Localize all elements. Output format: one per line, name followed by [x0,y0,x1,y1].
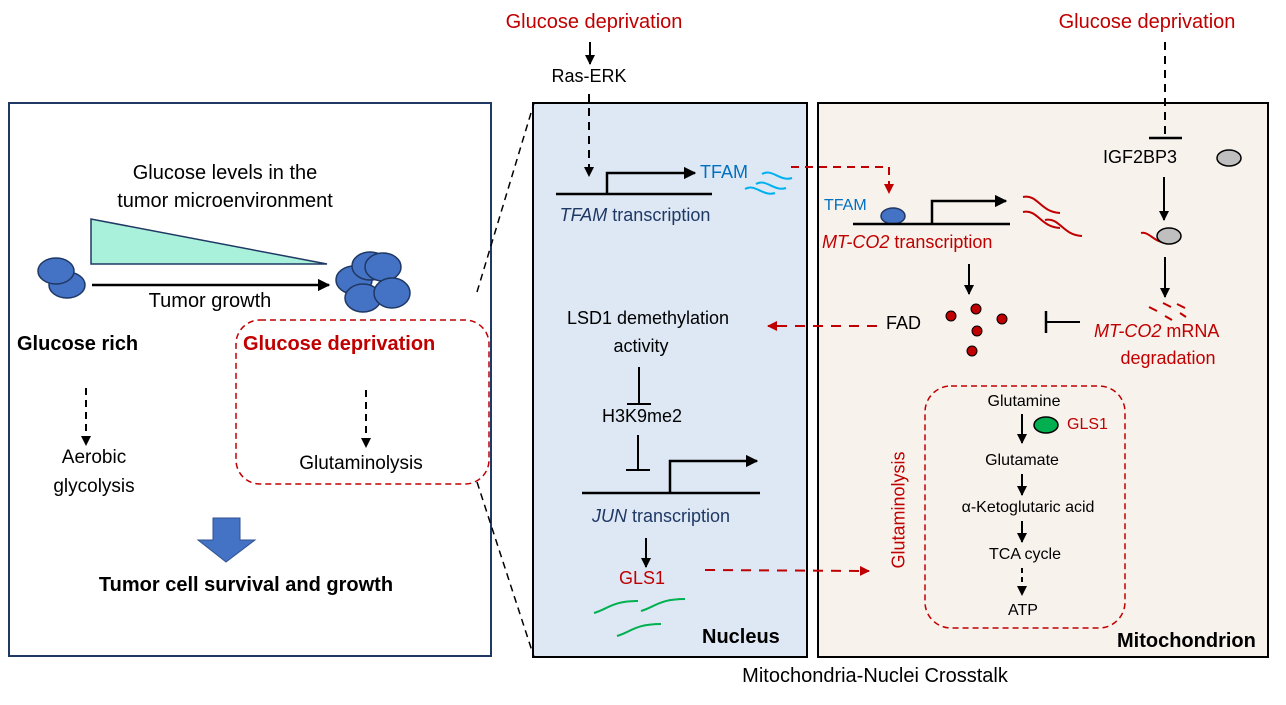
tumor-growth-label: Tumor growth [148,290,272,312]
big-down-arrow-icon [196,517,257,563]
glucose-rich-label: Glucose rich [17,333,139,355]
glutaminolysis-vertical-label: Glutaminolysis [888,451,909,569]
lsd1-label-line2: activity [613,336,669,356]
left-panel-glucose-context [8,102,492,657]
pathway-glutamine: Glutamine [987,393,1061,410]
figure-caption: Mitochondria-Nuclei Crosstalk [742,665,1008,687]
igf2bp3-protein-icon [1216,149,1242,167]
mtco2-degradation-line2: degradation [1120,348,1216,368]
large-tumor-cells-icon [335,251,411,313]
aerobic-glycolysis-line2: glycolysis [53,476,135,497]
tfam-mrna-icon [744,171,793,195]
mitochondrion-label: Mitochondrion [1117,630,1256,652]
tfam-protein-icon [880,207,906,225]
gls1-enzyme-icon [1033,416,1059,434]
gls1-enzyme-label: GLS1 [1067,416,1108,433]
conclusion-label: Tumor cell survival and growth [98,574,394,596]
mtco2-degradation-gene: MT-CO2 [1094,321,1162,341]
mtco2-mrna-icon [1022,195,1083,237]
glucose-deprivation-label: Glucose deprivation [243,333,436,355]
igf2bp3-label: IGF2BP3 [1103,147,1178,167]
mito-upstream-glucose-deprivation: Glucose deprivation [1058,11,1236,33]
nucleus-upstream-glucose-deprivation: Glucose deprivation [505,11,683,33]
zoom-connector-top [476,102,535,293]
gls1-to-mito-arrow [704,565,870,576]
mtco2-transcription-label: MT-CO2 transcription [822,232,992,253]
fad-label: FAD [886,313,922,333]
tfam-import-arrow [791,166,894,194]
pathway-glutamate: Glutamate [985,452,1059,469]
jun-gene-name: JUN [591,506,627,526]
tfam-promoter-arrow [605,166,697,194]
gls1-mrna-icon [593,598,686,637]
glucose-deprivation-highlight-box [235,319,490,485]
lsd1-label-line1: LSD1 demethylation [566,308,730,328]
jun-transcription-label: JUN transcription [592,506,730,527]
gradient-label-line1: Glucose levels in the [132,162,318,184]
glutaminolysis-box [924,385,1126,629]
pathway-alpha-ketoglutaric-acid: α-Ketoglutaric acid [961,499,1095,516]
small-tumor-cells-icon [37,257,86,299]
gls1-nucleus-label: GLS1 [618,568,666,588]
tfam-transcription-label: TFAM transcription [560,205,711,226]
mtco2-gene-name: MT-CO2 [822,232,890,252]
nucleus-label: Nucleus [702,626,780,648]
zoom-connector-bottom [476,481,535,658]
jun-promoter-arrow [668,454,759,493]
ras-erk-label: Ras-ERK [551,66,627,86]
aerobic-glycolysis-line1: Aerobic [61,447,127,468]
glutaminolysis-outcome: Glutaminolysis [299,453,423,474]
jun-transcription-suffix: transcription [626,506,731,526]
h3k9me2-label: H3K9me2 [601,406,683,426]
tfam-gene-name: TFAM [559,205,608,225]
degraded-mrna-fragments-icon [1148,302,1187,321]
tfam-transcription-suffix: transcription [607,205,711,225]
igf2bp3-bound-icon [1156,227,1182,245]
mtco2-transcription-suffix: transcription [889,232,993,252]
gradient-label-line2: tumor microenvironment [117,190,333,212]
mitochondrion-panel [817,102,1269,658]
fad-molecules-icon [945,303,1008,357]
mtco2-degradation-suffix: mRNA [1161,321,1220,341]
tfam-product-label: TFAM [700,162,748,182]
tfam-bound-label: TFAM [824,197,867,214]
pathway-atp: ATP [1008,602,1038,619]
mtco2-promoter-arrow [930,194,1008,224]
mtco2-degradation-line1: MT-CO2 mRNA [1094,321,1219,342]
glucose-gradient-triangle [90,218,328,265]
pathway-tca-cycle: TCA cycle [988,546,1062,563]
